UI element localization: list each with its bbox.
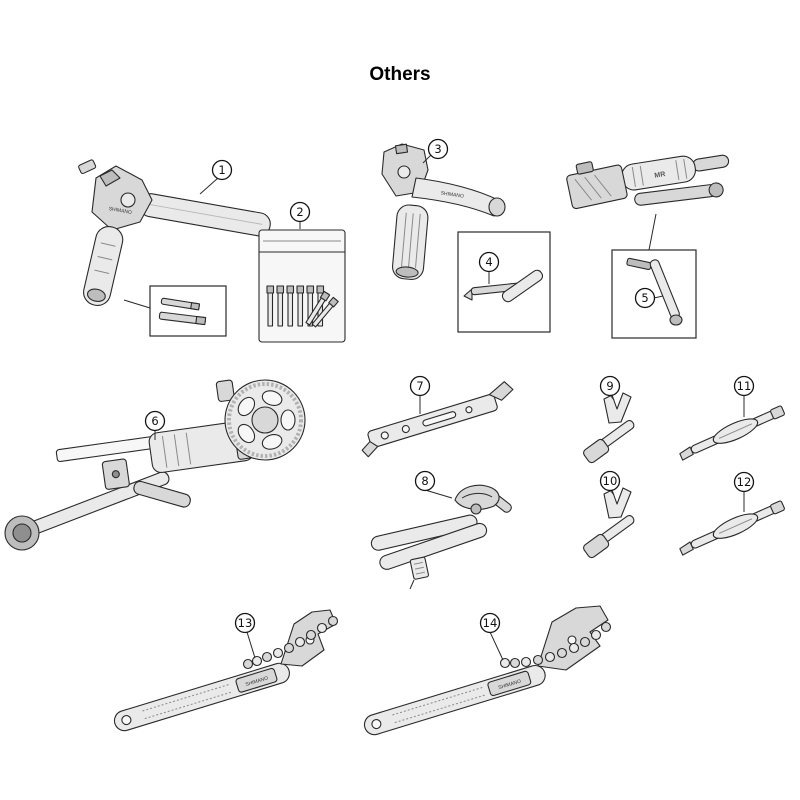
callout-10: 10	[599, 470, 621, 492]
svg-text:SHIMANO: SHIMANO	[440, 190, 464, 199]
leader-line-1	[199, 177, 219, 195]
callout-3: 3	[427, 138, 449, 160]
callout-14: 14	[479, 612, 501, 634]
svg-text:12: 12	[737, 475, 752, 489]
leader-line-13	[246, 631, 256, 659]
callout-4: 4	[478, 251, 500, 273]
svg-text:13: 13	[238, 616, 253, 630]
svg-text:3: 3	[434, 142, 441, 156]
leader-line-14	[489, 631, 504, 661]
inset-box-1	[149, 285, 227, 337]
callout-8: 8	[414, 470, 436, 492]
callout-6: 6	[144, 410, 166, 432]
callout-13: 13	[234, 612, 256, 634]
part-fork-tool-9	[583, 392, 635, 464]
leader-line-5	[653, 295, 664, 299]
svg-text:9: 9	[606, 379, 613, 393]
svg-text:2: 2	[296, 205, 303, 219]
svg-text:11: 11	[737, 379, 752, 393]
leader-line-8	[424, 489, 453, 499]
svg-text:8: 8	[421, 474, 428, 488]
part-crank-tool-6	[4, 379, 306, 551]
callout-12: 12	[733, 471, 755, 493]
svg-text:MR: MR	[654, 171, 666, 180]
callout-1: 1	[211, 159, 233, 181]
part-bracket-tool-7	[361, 381, 514, 458]
svg-text:1: 1	[218, 163, 225, 177]
svg-text:14: 14	[483, 616, 498, 630]
svg-text:SHIMANO: SHIMANO	[108, 206, 132, 216]
part-chain-tool-3: SHIMANO	[381, 143, 506, 280]
part-pin-pack-2	[258, 229, 346, 343]
svg-text:10: 10	[603, 474, 618, 488]
inset-box-4	[457, 231, 551, 333]
svg-text:4: 4	[485, 255, 492, 269]
part-chain-whip-14: SHIMANO	[363, 605, 612, 736]
svg-text:6: 6	[151, 414, 158, 428]
leader-line-inset-5	[648, 213, 657, 251]
part-adapter-tool-5: MR	[566, 154, 730, 210]
part-slim-tool-11	[679, 405, 785, 461]
part-slim-tool-12	[679, 500, 785, 556]
callout-7: 7	[409, 375, 431, 397]
callout-11: 11	[733, 375, 755, 397]
callout-9: 9	[599, 375, 621, 397]
leader-line-inset-1	[123, 299, 151, 309]
page-title: Others	[369, 64, 431, 85]
callout-2: 2	[289, 201, 311, 223]
callout-5: 5	[634, 287, 656, 309]
part-fork-tool-10	[583, 487, 635, 559]
svg-text:7: 7	[416, 379, 423, 393]
part-cable-cutter-8	[370, 484, 512, 590]
part-chain-whip-13: SHIMANO	[113, 609, 339, 732]
leader-line-3	[422, 154, 432, 164]
part-chain-tool-1: SHIMANO	[78, 159, 271, 306]
inset-box-5	[611, 249, 697, 339]
svg-text:5: 5	[641, 291, 648, 305]
